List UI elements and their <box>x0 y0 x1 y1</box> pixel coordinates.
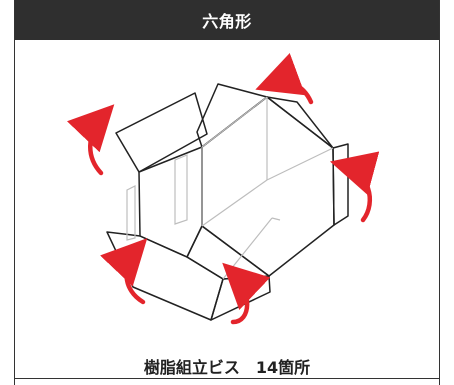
bottom-divider <box>15 378 439 379</box>
right-side-panel <box>332 143 349 226</box>
curved-rotation-arrow-icon <box>255 53 314 105</box>
inner-edge <box>201 179 268 227</box>
inner-edge <box>201 96 268 148</box>
left-side-panel <box>138 146 203 258</box>
curved-rotation-arrow-icon <box>222 262 271 325</box>
top-left-flap <box>115 92 208 173</box>
rotation-arrows <box>66 53 380 325</box>
hexagon-body <box>106 83 349 321</box>
top-right-flap <box>266 96 334 149</box>
left-bracket <box>174 154 188 225</box>
left-bracket-small <box>126 185 136 241</box>
curved-rotation-arrow-icon <box>100 238 148 305</box>
product-card: 六角形 <box>14 0 440 385</box>
caption: 樹脂組立ビス 14箇所 <box>143 358 311 377</box>
curved-rotation-arrow-icon <box>66 104 115 176</box>
curved-rotation-arrow-icon <box>329 151 380 223</box>
top-flap <box>196 83 268 148</box>
page-title: 六角形 <box>202 12 252 31</box>
bottom-panel <box>186 225 270 280</box>
inner-edge <box>222 217 273 280</box>
header-bar: 六角形 <box>15 0 439 40</box>
inner-edge <box>266 147 334 181</box>
hexagon-assembly-diagram <box>66 53 380 325</box>
inner-edge <box>271 217 281 221</box>
